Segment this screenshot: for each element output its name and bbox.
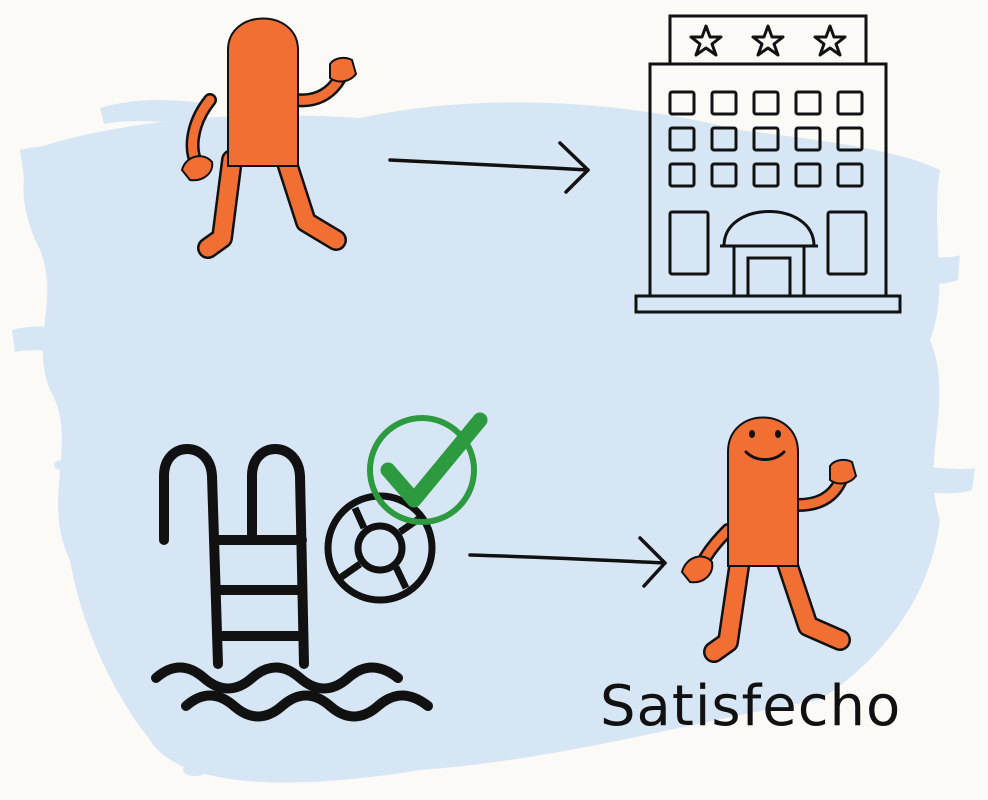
- green-checkmark-icon: [367, 412, 488, 525]
- hotel-entrance: [720, 210, 818, 298]
- smiling-face: [744, 430, 786, 461]
- star-icon: [689, 24, 723, 57]
- star-icon: [751, 24, 785, 57]
- paint-splash-background: [12, 100, 975, 783]
- three-star-hotel-icon: [634, 14, 902, 314]
- walking-person-icon: [180, 17, 358, 259]
- star-icon: [813, 24, 847, 57]
- hotel-windows: [668, 90, 868, 276]
- pool-ladder-icon: [151, 444, 433, 722]
- arrow-top: [388, 141, 590, 194]
- smiling-waving-person-icon: [680, 416, 858, 663]
- satisfied-caption: Satisfecho: [600, 674, 902, 739]
- arrow-bottom: [468, 536, 667, 588]
